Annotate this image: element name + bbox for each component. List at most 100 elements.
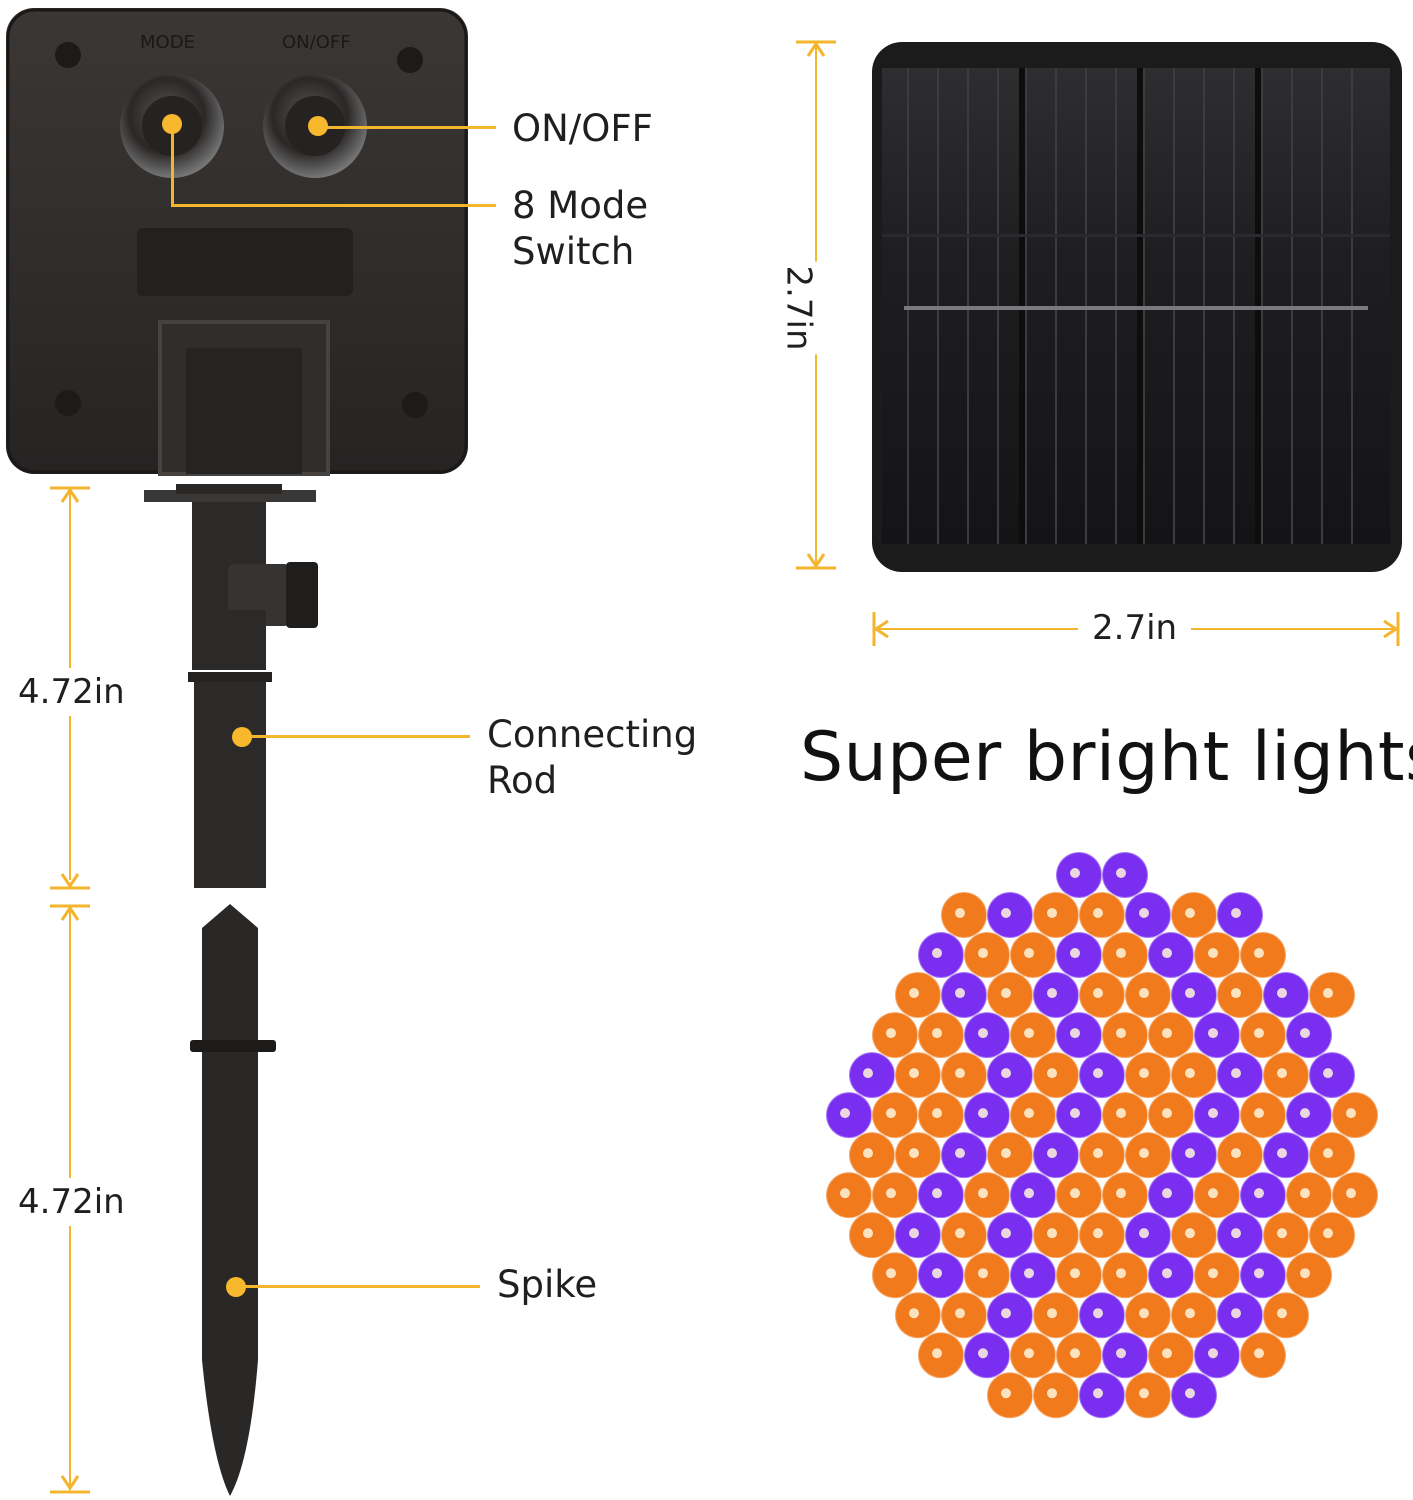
led-bulb [871,1011,919,1060]
led-bulb [1032,1131,1080,1180]
led-bulb [1124,1131,1172,1180]
led-bulb [986,1291,1034,1340]
connecting-rod-label-line1: Connecting [487,713,698,756]
led-bulb [940,1051,988,1100]
led-bulb [1193,1331,1241,1380]
spike-label: Spike [497,1263,598,1306]
led-bulb [848,1051,896,1100]
onoff-label: ON/OFF [512,107,653,150]
led-bulb [1262,1211,1310,1260]
led-bulb [1262,1131,1310,1180]
rod-leader-line [242,735,470,738]
led-bulb [1193,1251,1241,1300]
led-bulb [1078,891,1126,940]
led-bulb [1101,1011,1149,1060]
led-bulb [1032,971,1080,1020]
led-bulb [1078,1131,1126,1180]
led-bulb [1239,1251,1287,1300]
led-bulb [1239,1331,1287,1380]
led-bulb [986,1051,1034,1100]
led-bulb [963,1011,1011,1060]
led-bulb [1216,1291,1264,1340]
led-bulb [1193,1011,1241,1060]
led-bulb [1032,1211,1080,1260]
mode-switch-label-line2: Switch [512,230,635,273]
led-bulb [1170,1211,1218,1260]
led-bulb [1308,971,1356,1020]
led-bulb [1216,1211,1264,1260]
led-bulb [940,1291,988,1340]
led-bulb [1009,1171,1057,1220]
led-bulb [1239,1011,1287,1060]
led-bulb [963,1331,1011,1380]
led-bulb [894,971,942,1020]
led-bulb [1009,1331,1057,1380]
led-bulb [1009,931,1057,980]
led-bulb [1055,1251,1103,1300]
led-bulb [1308,1131,1356,1180]
led-bulb [894,1211,942,1260]
led-bulb [894,1291,942,1340]
connecting-rod-label-line2: Rod [487,759,558,802]
led-bulb [1216,891,1264,940]
led-bulb [1055,1091,1103,1140]
onoff-marker-dot [308,116,328,136]
mode-marker-dot [162,114,182,134]
led-bulb [1147,1331,1195,1380]
led-bulb [871,1091,919,1140]
led-bulb [848,1131,896,1180]
mode-button-label: MODE [140,32,195,53]
led-bulb [1170,1131,1218,1180]
rod-marker-dot [232,727,252,747]
led-bulb [1078,971,1126,1020]
led-bulb [963,1171,1011,1220]
mode-leader-vertical [171,126,174,206]
led-bulb [1101,851,1149,899]
led-bulb [871,1251,919,1300]
led-bulb [963,1251,1011,1300]
led-bulb [1193,931,1241,980]
led-bulb [1216,1131,1264,1180]
led-bulb [1147,1011,1195,1060]
led-bulb [940,971,988,1020]
led-bulb [1147,1171,1195,1220]
led-bulb [1101,931,1149,980]
led-bulb [894,1051,942,1100]
led-bulb [1285,1171,1333,1220]
led-bulb [917,1011,965,1060]
led-bulb [1262,1291,1310,1340]
led-bulb [1239,931,1287,980]
led-bulb [1124,1211,1172,1260]
led-bulb [1170,1051,1218,1100]
led-bulb [1193,1171,1241,1220]
led-bulb [1101,1171,1149,1220]
led-bulb [1124,891,1172,940]
led-bulb [1055,931,1103,980]
led-bulb [1078,1371,1126,1420]
led-bulb [1170,971,1218,1020]
led-bulb [986,1211,1034,1260]
led-bulb [1262,1051,1310,1100]
led-bulb [917,1171,965,1220]
led-bulb [1147,1091,1195,1140]
led-bulb [986,1131,1034,1180]
led-bulb [986,971,1034,1020]
rod-length-dimension: 4.72in [18,668,125,716]
mode-leader-horizontal [171,204,496,207]
led-bulb [940,891,988,940]
led-bulb [963,1091,1011,1140]
led-bulb [1032,1051,1080,1100]
led-bulb [1009,1251,1057,1300]
led-bulb [1124,1291,1172,1340]
led-bulb [963,931,1011,980]
spike-marker-dot [226,1277,246,1297]
led-bulb [1124,971,1172,1020]
led-bulb [1101,1331,1149,1380]
mode-switch-label-line1: 8 Mode [512,184,649,227]
led-bulb [940,1211,988,1260]
led-bulb [986,1371,1034,1420]
led-bulb [1216,971,1264,1020]
led-bulb [871,1171,919,1220]
led-bulb [986,891,1034,940]
vertical-dimension-lines [50,486,90,1494]
